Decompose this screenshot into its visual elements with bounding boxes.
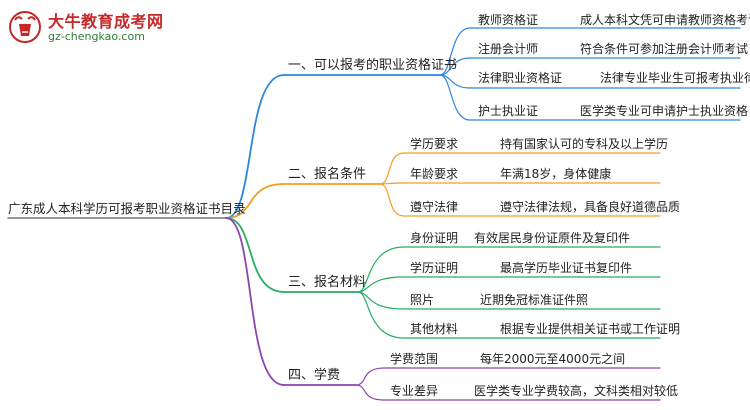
node-label: 学历证明 <box>410 261 459 275</box>
node-detail: 符合条件可参加注册会计师考试 <box>580 42 749 56</box>
node-label: 注册会计师 <box>478 42 539 56</box>
site-title: 大牛教育成考网 <box>48 12 164 31</box>
child-connector <box>379 183 405 217</box>
node-label: 护士执业证 <box>478 104 539 118</box>
child-connector <box>439 57 471 76</box>
node-detail: 年满18岁，身体健康 <box>500 167 612 181</box>
bull-logo-icon <box>9 11 41 43</box>
node-label: 学历要求 <box>410 137 459 151</box>
node-detail: 每年2000元至4000元之间 <box>480 352 626 366</box>
node-detail: 法律专业毕业生可报考执业律师 <box>600 71 750 85</box>
site-logo[interactable]: 大牛教育成考网 gz-chengkao.com <box>4 4 164 50</box>
node-detail: 近期免冠标准证件照 <box>480 293 589 307</box>
node-label: 其他材料 <box>410 322 459 336</box>
node-detail: 最高学历毕业证书复印件 <box>500 261 633 275</box>
node-detail: 有效居民身份证原件及复印件 <box>474 231 631 245</box>
node-detail: 医学类专业可申请护士执业资格 <box>580 104 749 118</box>
child-connector <box>357 291 405 339</box>
node-label: 教师资格证 <box>478 13 539 27</box>
branch-connector <box>225 183 285 219</box>
node-label: 法律职业资格证 <box>478 71 563 85</box>
child-connector <box>439 27 471 76</box>
site-url: gz-chengkao.com <box>48 30 145 43</box>
node-label: 年龄要求 <box>410 167 459 181</box>
child-connector <box>355 384 385 401</box>
mindmap-root: 广东成人本科学历可报考职业资格证书目录 <box>8 201 246 216</box>
node-detail: 成人本科文凭可申请教师资格考试 <box>580 13 750 27</box>
child-connector <box>355 367 385 386</box>
child-connector <box>439 74 471 121</box>
node-label: 照片 <box>410 293 435 307</box>
branch-connector <box>225 74 285 219</box>
node-label: 学费范围 <box>390 352 439 366</box>
branch-label-certificates: 一、可以报考的职业资格证书 <box>288 58 458 73</box>
node-detail: 根据专业提供相关证书或工作证明 <box>500 322 681 336</box>
child-connector <box>379 152 405 185</box>
branch-label-requirements: 二、报名条件 <box>288 167 367 182</box>
node-detail: 持有国家认可的专科及以上学历 <box>500 137 669 151</box>
child-connector <box>357 246 405 293</box>
branch-label-materials: 三、报名材料 <box>288 275 367 290</box>
node-detail: 医学类专业学费较高，文科类相对较低 <box>474 384 679 398</box>
node-label: 专业差异 <box>390 384 439 398</box>
node-label: 遵守法律 <box>410 200 459 214</box>
branch-connector <box>225 217 285 293</box>
branch-connector <box>225 217 285 386</box>
node-detail: 遵守法律法规，具备良好道德品质 <box>500 200 681 214</box>
child-connector <box>357 276 405 293</box>
node-label: 身份证明 <box>410 231 459 245</box>
branch-label-tuition: 四、学费 <box>288 368 341 383</box>
